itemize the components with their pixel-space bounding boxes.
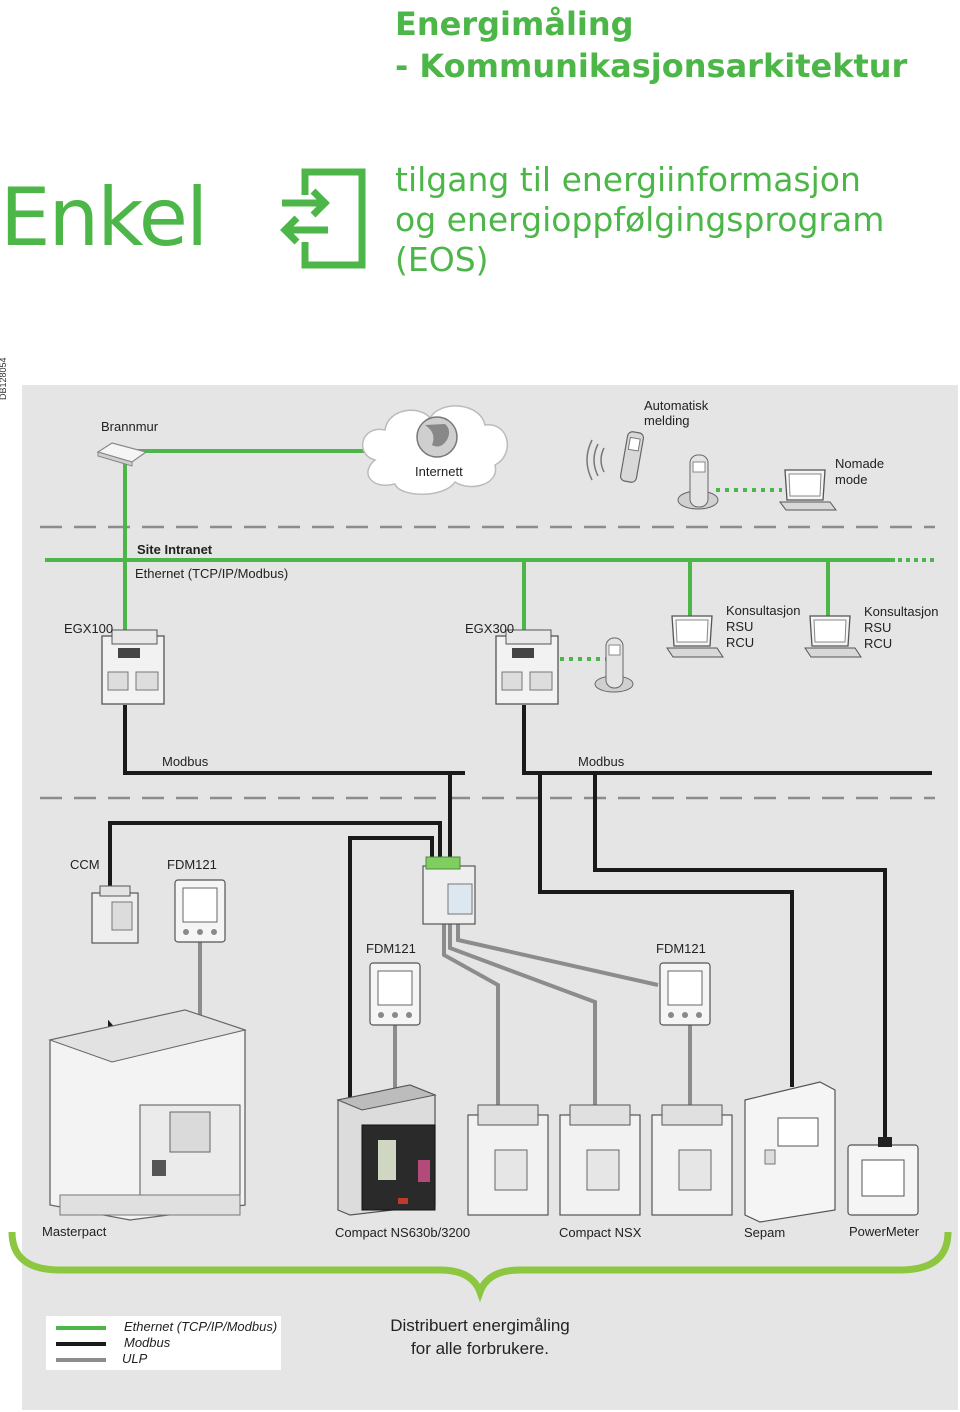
modbus-label-right: Modbus: [578, 754, 625, 769]
auto-message-label-2: melding: [644, 413, 690, 428]
modbus-interface-module-icon: [422, 856, 476, 925]
egx100-gateway-icon: [101, 629, 165, 705]
fdm121-label-b: FDM121: [366, 941, 416, 956]
consult-1-label-3: RCU: [726, 635, 755, 650]
consult-2-label-3: RCU: [864, 636, 893, 651]
laptop-icon-nomadic: [779, 469, 837, 511]
legend: Ethernet (TCP/IP/Modbus) Modbus ULP: [46, 1316, 281, 1370]
firewall-label: Brannmur: [101, 419, 159, 434]
grouping-brace: [8, 1231, 952, 1303]
fdm121-label-c: FDM121: [656, 941, 706, 956]
site-intranet-label: Site Intranet: [137, 542, 213, 557]
firewall-icon: [96, 442, 148, 467]
masterpact-breaker-icon: [48, 1009, 247, 1221]
legend-ethernet-label: Ethernet (TCP/IP/Modbus): [124, 1319, 278, 1334]
egx100-label: EGX100: [64, 621, 114, 636]
fdm121-label-a: FDM121: [167, 857, 217, 872]
keyword-enkel: Enkel: [0, 171, 208, 264]
ulp-links: [198, 920, 692, 1110]
subtitle-line-2: og energioppfølgingsprogram: [395, 200, 885, 239]
access-door-icon: [280, 168, 366, 269]
compact-nsx-label: Compact NSX: [559, 1225, 642, 1240]
nomadic-label-1: Nomade: [835, 456, 885, 471]
compact-nsx-breaker-icon-2: [559, 1104, 641, 1216]
title-line-2: - Kommunikasjonsarkitektur: [395, 47, 908, 85]
ethernet-links: [45, 449, 895, 637]
conclusion-note: Distribuert energimåling for alle forbru…: [385, 1314, 575, 1360]
fdm121-display-icon-b: [369, 962, 421, 1026]
egx300-gateway-icon: [495, 629, 559, 705]
wireless-signal-icon: [586, 439, 605, 481]
legend-swatches: [56, 1326, 106, 1362]
powermeter-label: PowerMeter: [849, 1224, 920, 1239]
laptop-icon-consult-2: [804, 615, 862, 658]
modbus-label-left: Modbus: [162, 754, 209, 769]
compact-nsx-breaker-icon-3: [651, 1104, 733, 1216]
fdm121-display-icon-a: [174, 879, 226, 943]
masterpact-label: Masterpact: [42, 1224, 107, 1239]
conclusion-line-1: Distribuert energimåling: [390, 1316, 570, 1335]
subtitle-line-3: (EOS): [395, 240, 489, 279]
powermeter-icon: [847, 1137, 919, 1216]
cordless-phone-icon-top: [677, 454, 719, 510]
ccm-label: CCM: [70, 857, 100, 872]
nomadic-label-2: mode: [835, 472, 868, 487]
legend-modbus-label: Modbus: [124, 1335, 171, 1350]
compact-ns-label: Compact NS630b/3200: [335, 1225, 471, 1240]
compact-nsx-breaker-icon-1: [467, 1104, 549, 1216]
title-line-1: Energimåling: [395, 5, 634, 43]
conclusion-line-2: for alle forbrukere.: [411, 1339, 549, 1358]
ethernet-label: Ethernet (TCP/IP/Modbus): [135, 566, 289, 581]
cordless-phone-icon-egx: [594, 637, 634, 693]
consult-2-label-2: RSU: [864, 620, 892, 635]
internet-label: Internett: [415, 464, 463, 479]
legend-ulp-label: ULP: [122, 1351, 148, 1366]
consult-2-label-1: Konsultasjon: [864, 604, 939, 619]
compact-ns-breaker-icon: [336, 1084, 437, 1216]
egx300-label: EGX300: [465, 621, 515, 636]
sepam-relay-icon: [744, 1081, 836, 1223]
internet-cloud-icon: [361, 405, 509, 495]
ccm-module-icon: [91, 885, 139, 944]
sepam-label: Sepam: [744, 1225, 786, 1240]
laptop-icon-consult-1: [666, 615, 724, 658]
mobile-phone-icon: [619, 431, 645, 483]
consult-1-label-2: RSU: [726, 619, 754, 634]
consult-1-label-1: Konsultasjon: [726, 603, 801, 618]
fdm121-display-icon-c: [659, 962, 711, 1026]
auto-message-label-1: Automatisk: [644, 398, 709, 413]
subtitle-line-1: tilgang til energiinformasjon: [395, 160, 861, 199]
